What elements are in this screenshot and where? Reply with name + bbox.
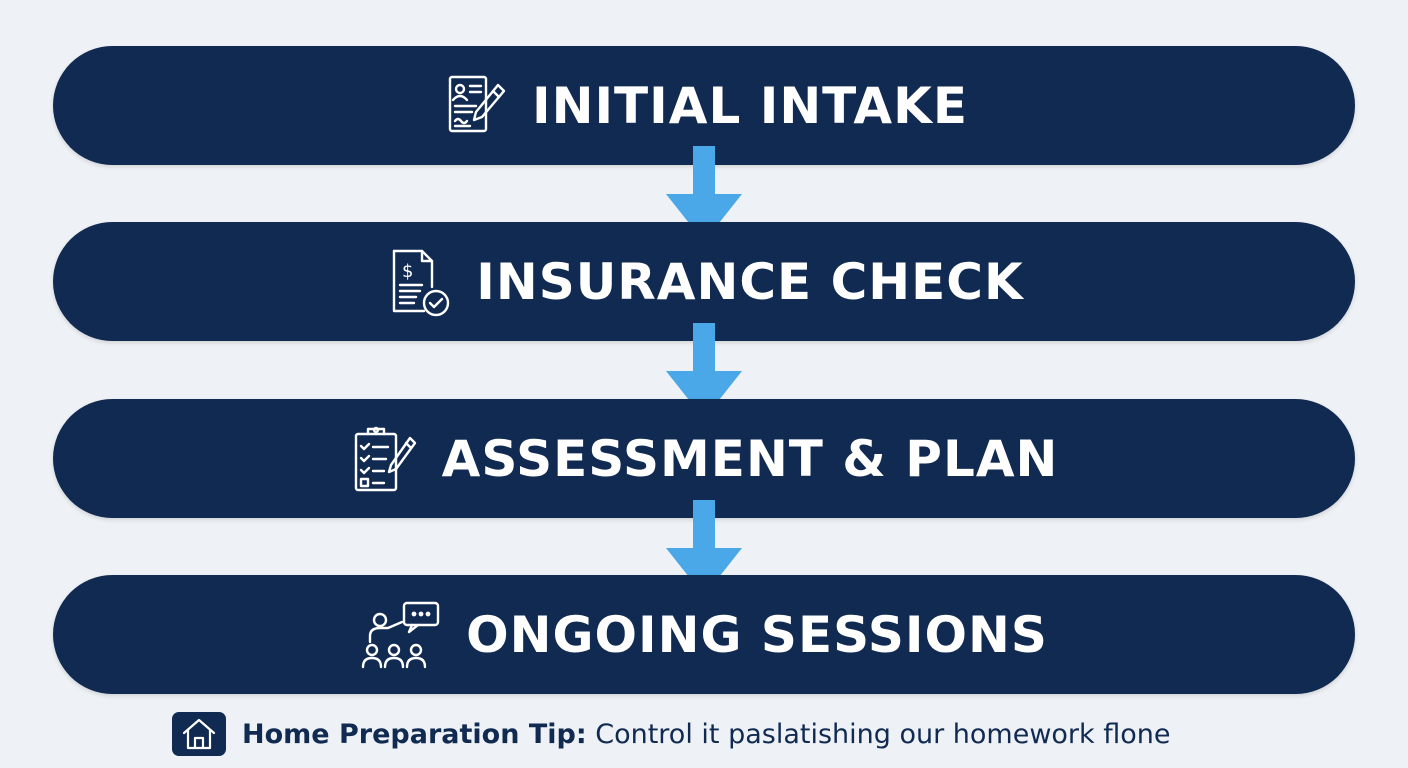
step-ongoing-sessions: ONGOING SESSIONS [53, 575, 1355, 694]
step-label: INSURANCE CHECK [476, 252, 1024, 311]
down-arrow-icon [664, 500, 744, 596]
down-arrow-icon [664, 146, 744, 242]
step-assessment-plan: ASSESSMENT & PLAN [53, 399, 1355, 518]
tip-text: Home Preparation Tip: Control it paslati… [242, 719, 1171, 750]
step-label: ONGOING SESSIONS [466, 605, 1048, 664]
step-insurance-check: $ INSURANCE CHECK [53, 222, 1355, 341]
group-session-chat-icon [360, 600, 444, 670]
tip-label: Home Preparation Tip: [242, 718, 587, 750]
home-icon [172, 712, 226, 756]
tip-body: Control it paslatishing our homework flo… [595, 718, 1171, 750]
intake-form-pen-icon [440, 71, 510, 141]
step-initial-intake: INITIAL INTAKE [53, 46, 1355, 165]
insurance-document-check-icon: $ [384, 247, 454, 317]
clipboard-checklist-pen-icon [350, 424, 420, 494]
step-label: INITIAL INTAKE [532, 76, 968, 135]
step-label: ASSESSMENT & PLAN [441, 429, 1059, 488]
svg-text:$: $ [402, 261, 413, 282]
home-preparation-tip: Home Preparation Tip: Control it paslati… [172, 711, 1171, 757]
down-arrow-icon [664, 323, 744, 419]
